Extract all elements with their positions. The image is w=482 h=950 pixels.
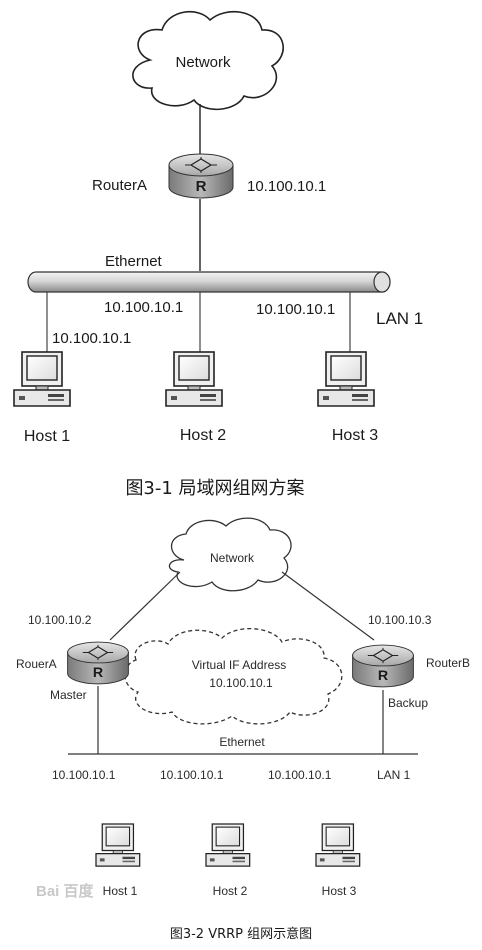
router-a-master-glyph: R: [93, 665, 103, 681]
router-b-backup-icon: R: [352, 644, 414, 688]
host-1-label: Host 1: [24, 428, 70, 445]
router-a-name: RouterA: [92, 177, 147, 194]
virtual-ip-cloud: [124, 627, 343, 725]
vrrp-network-cloud-label: Network: [210, 551, 255, 565]
host-3-label: Host 3: [332, 427, 378, 444]
network-cloud: [132, 11, 284, 111]
network-cloud-label: Network: [175, 54, 231, 71]
vrrp-lan-label: LAN 1: [377, 768, 411, 782]
router-b-backup-name: RouterB: [426, 656, 470, 670]
router-b-wan-link: [281, 571, 375, 641]
vrrp-host-1-ip: 10.100.10.1: [52, 768, 116, 782]
host-2-computer-icon: [165, 351, 223, 407]
vrrp-host-3-label: Host 3: [322, 884, 357, 898]
router-a-master-icon: R: [67, 641, 129, 685]
router-a-icon: R: [168, 153, 234, 199]
virtual-ip-address: 10.100.10.1: [209, 676, 273, 690]
vrrp-host-2-computer-icon: [205, 823, 251, 867]
router-a-master-ip: 10.100.10.2: [28, 613, 92, 627]
vrrp-host-2-ip: 10.100.10.1: [160, 768, 224, 782]
host-2-label: Host 2: [180, 427, 226, 444]
router-b-backup-role: Backup: [388, 696, 428, 710]
router-a-ip: 10.100.10.1: [247, 178, 326, 195]
host-2-ip: 10.100.10.1: [104, 299, 183, 316]
router-a-master-name: RouerA: [16, 657, 57, 671]
host-3-ip: 10.100.10.1: [256, 301, 335, 318]
figure-1-lan-topology: Network R RouterA 10.100.10.1 Ethernet L…: [13, 11, 423, 499]
host-3-computer-icon: [317, 351, 375, 407]
router-b-backup-ip: 10.100.10.3: [368, 613, 432, 627]
vrrp-host-2-label: Host 2: [213, 884, 248, 898]
vrrp-host-1-computer-icon: [95, 823, 141, 867]
vrrp-host-3-ip: 10.100.10.1: [268, 768, 332, 782]
figure-1-caption: 图3-1 局域网组网方案: [125, 478, 304, 499]
router-b-backup-glyph: R: [378, 668, 388, 684]
host-1-computer-icon: [13, 351, 71, 407]
vrrp-host-3-computer-icon: [315, 823, 361, 867]
router-a-wan-link: [109, 571, 181, 641]
figure-2-vrrp-topology: Network Virtual IF Address 10.100.10.1 R…: [16, 517, 470, 942]
figure-2-caption: 图3-2 VRRP 组网示意图: [170, 926, 312, 942]
virtual-ip-label: Virtual IF Address: [192, 658, 287, 672]
router-a-master-role: Master: [50, 688, 87, 702]
ethernet-label: Ethernet: [105, 253, 163, 270]
vrrp-host-1-label: Host 1: [103, 884, 138, 898]
host-1-ip: 10.100.10.1: [52, 330, 131, 347]
vrrp-ethernet-label: Ethernet: [219, 735, 265, 749]
ethernet-bus: [27, 271, 391, 293]
vrrp-network-cloud: [168, 517, 292, 592]
baidu-watermark: Bai 百度: [36, 882, 95, 900]
lan-label: LAN 1: [376, 309, 423, 328]
router-a-glyph: R: [196, 178, 207, 195]
